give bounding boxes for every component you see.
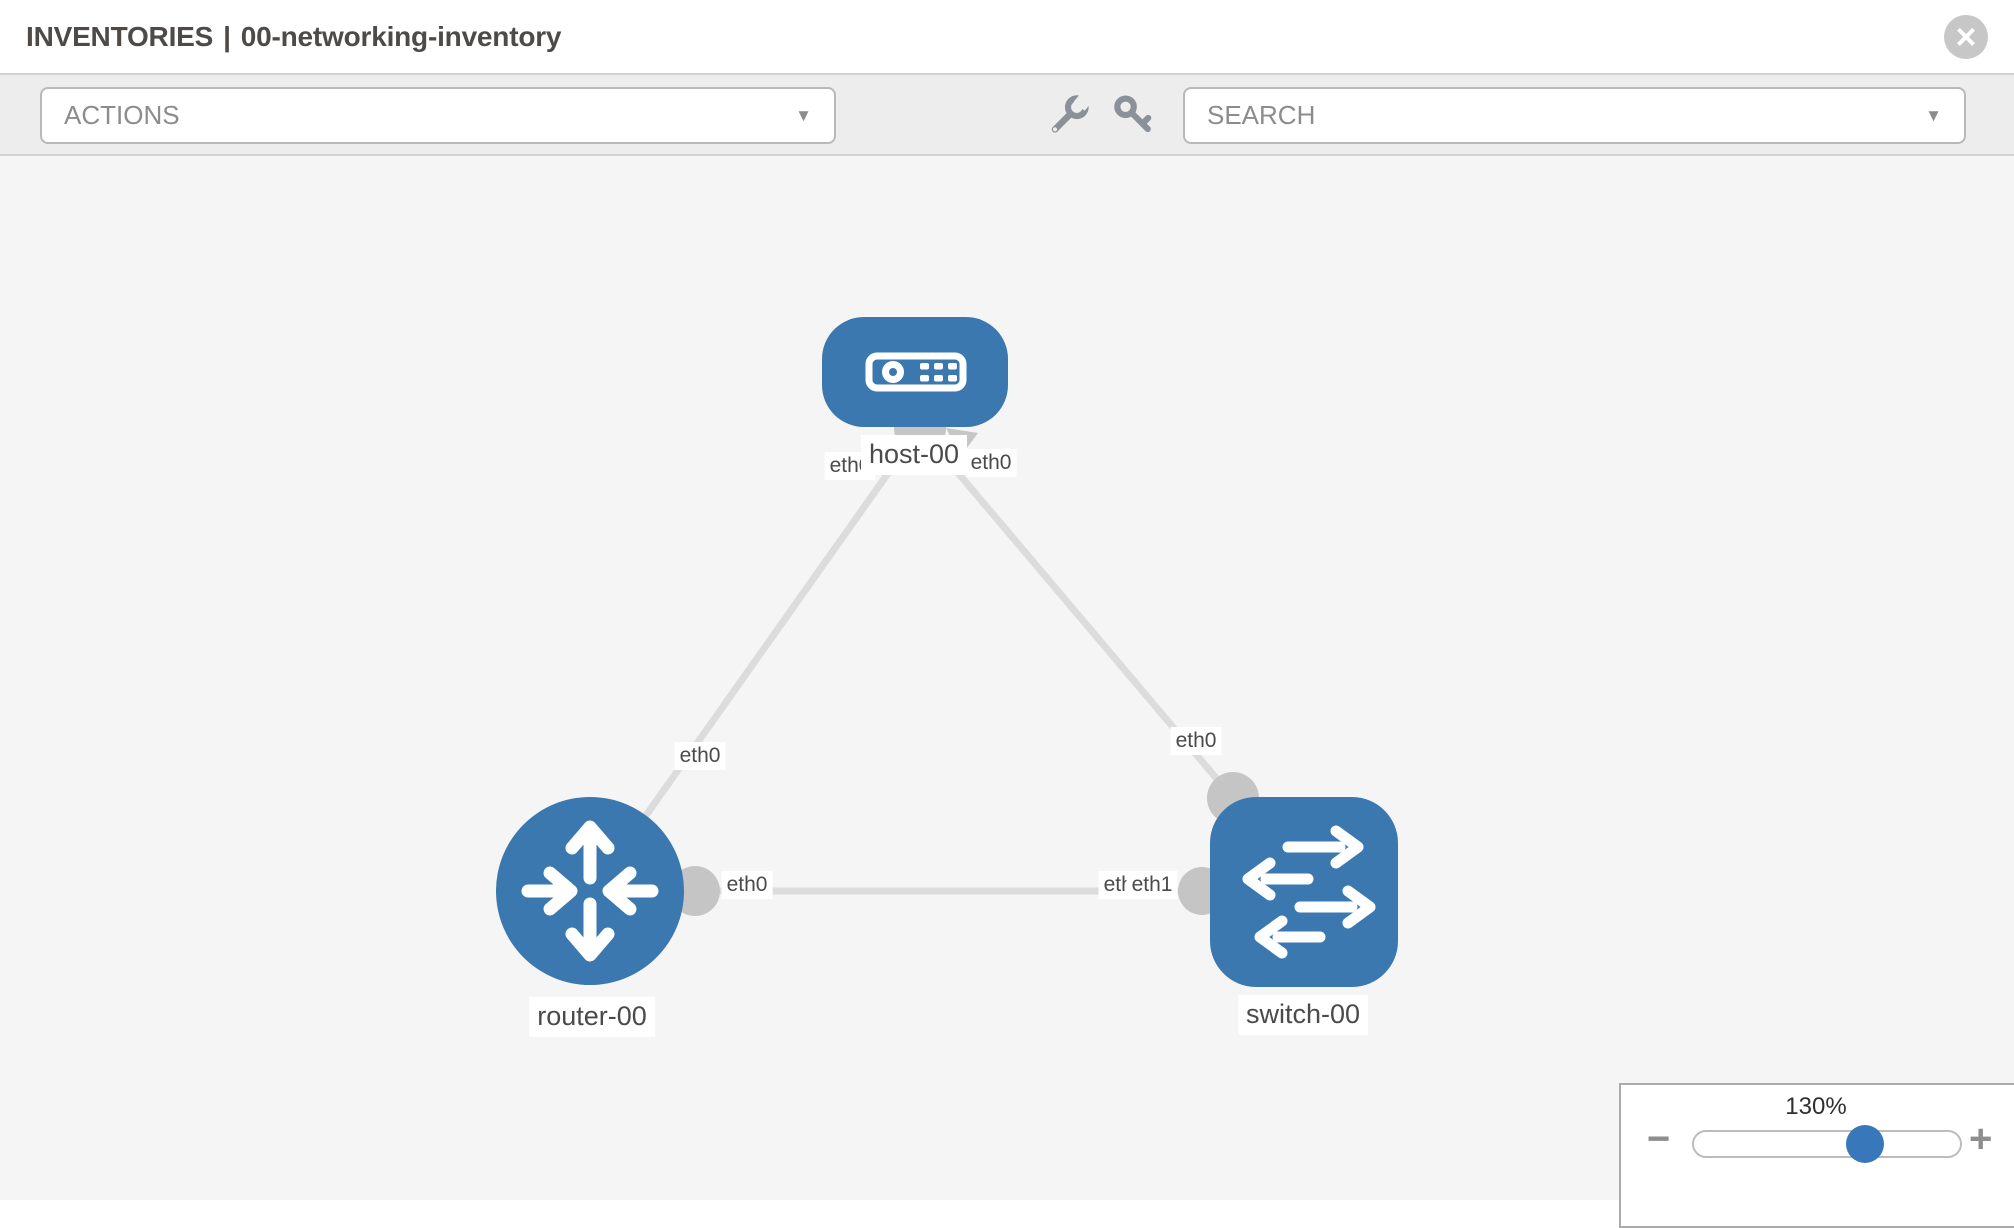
zoom-level: 130% (1785, 1093, 1847, 1120)
interface-label: eth0 (674, 742, 726, 771)
search-dropdown-label: SEARCH (1207, 100, 1316, 130)
host-icon (865, 352, 967, 392)
key-icon (1111, 93, 1157, 142)
breadcrumb-context: INVENTORIES (26, 20, 214, 52)
credentials-button[interactable] (1108, 93, 1160, 141)
node-router-00[interactable] (496, 797, 684, 985)
zoom-slider-track[interactable] (1692, 1130, 1962, 1158)
wrench-icon (1045, 91, 1093, 142)
edges (603, 425, 1236, 895)
zoom-slider-thumb[interactable] (1846, 1125, 1884, 1163)
interface-label: eth0 (1170, 727, 1222, 756)
actions-dropdown[interactable]: ACTIONS ▼ (40, 87, 836, 144)
header: INVENTORIES | 00-networking-inventory × (0, 0, 2014, 73)
interface-label: eth0 (721, 871, 773, 900)
node-switch-00[interactable] (1210, 797, 1398, 987)
chevron-down-icon: ▼ (1925, 105, 1942, 125)
configure-button[interactable] (1042, 91, 1094, 142)
router-icon (521, 820, 659, 962)
topology-graph (496, 317, 1398, 987)
node-host-00[interactable] (822, 317, 1008, 427)
toolbar: ACTIONS ▼ SEARCH (0, 73, 2014, 156)
page-title: INVENTORIES | 00-networking-inventory (26, 20, 562, 53)
actions-dropdown-label: ACTIONS (64, 100, 180, 130)
edge-host-router[interactable] (603, 425, 923, 875)
close-icon[interactable]: × (1944, 14, 1988, 59)
zoom-panel: 130% − + (1619, 1083, 2014, 1228)
search-dropdown[interactable]: SEARCH ▼ (1183, 87, 1966, 144)
breadcrumb-separator: | (223, 20, 231, 52)
topology-canvas[interactable]: eth0 eth0 eth0 eth0 eth0 eth0 eth1 host-… (0, 156, 2014, 1228)
interface-label: eth0 (965, 449, 1017, 478)
chevron-down-icon: ▼ (795, 105, 812, 125)
node-label-router: router-00 (529, 997, 655, 1037)
node-label-host: host-00 (860, 435, 968, 475)
inventory-name: 00-networking-inventory (240, 20, 562, 52)
zoom-in-button[interactable]: + (1969, 1117, 1993, 1161)
interface-label: eth1 (1126, 871, 1178, 900)
node-label-switch: switch-00 (1237, 995, 1369, 1035)
zoom-out-button[interactable]: − (1647, 1117, 1671, 1161)
switch-icon (1242, 825, 1376, 959)
